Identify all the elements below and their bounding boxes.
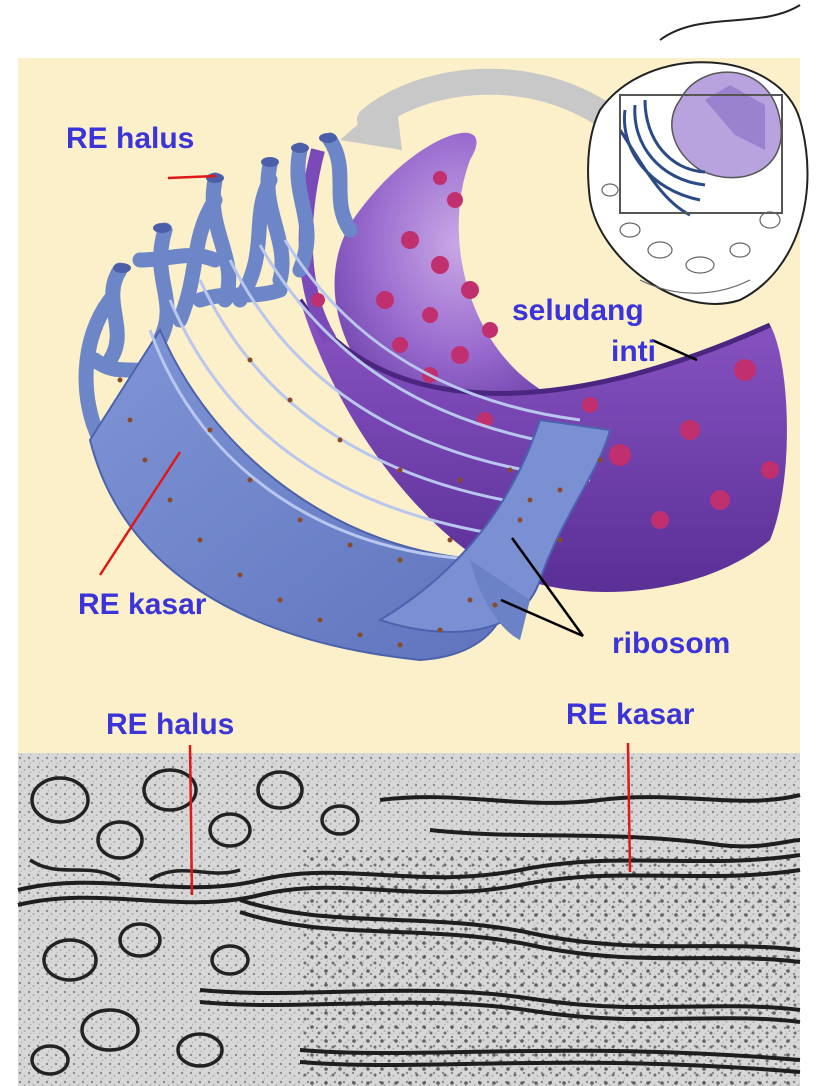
label-seludang: seludang xyxy=(512,296,644,326)
cell-inset xyxy=(588,5,807,304)
label-re-kasar-top: RE kasar xyxy=(78,590,206,620)
label-re-kasar-bottom: RE kasar xyxy=(566,700,694,730)
label-re-halus-top: RE halus xyxy=(66,124,194,154)
label-ribosom: ribosom xyxy=(612,629,730,659)
electron-micrograph xyxy=(18,753,800,1086)
label-re-halus-bottom: RE halus xyxy=(106,710,234,740)
label-inti: inti xyxy=(611,337,656,367)
